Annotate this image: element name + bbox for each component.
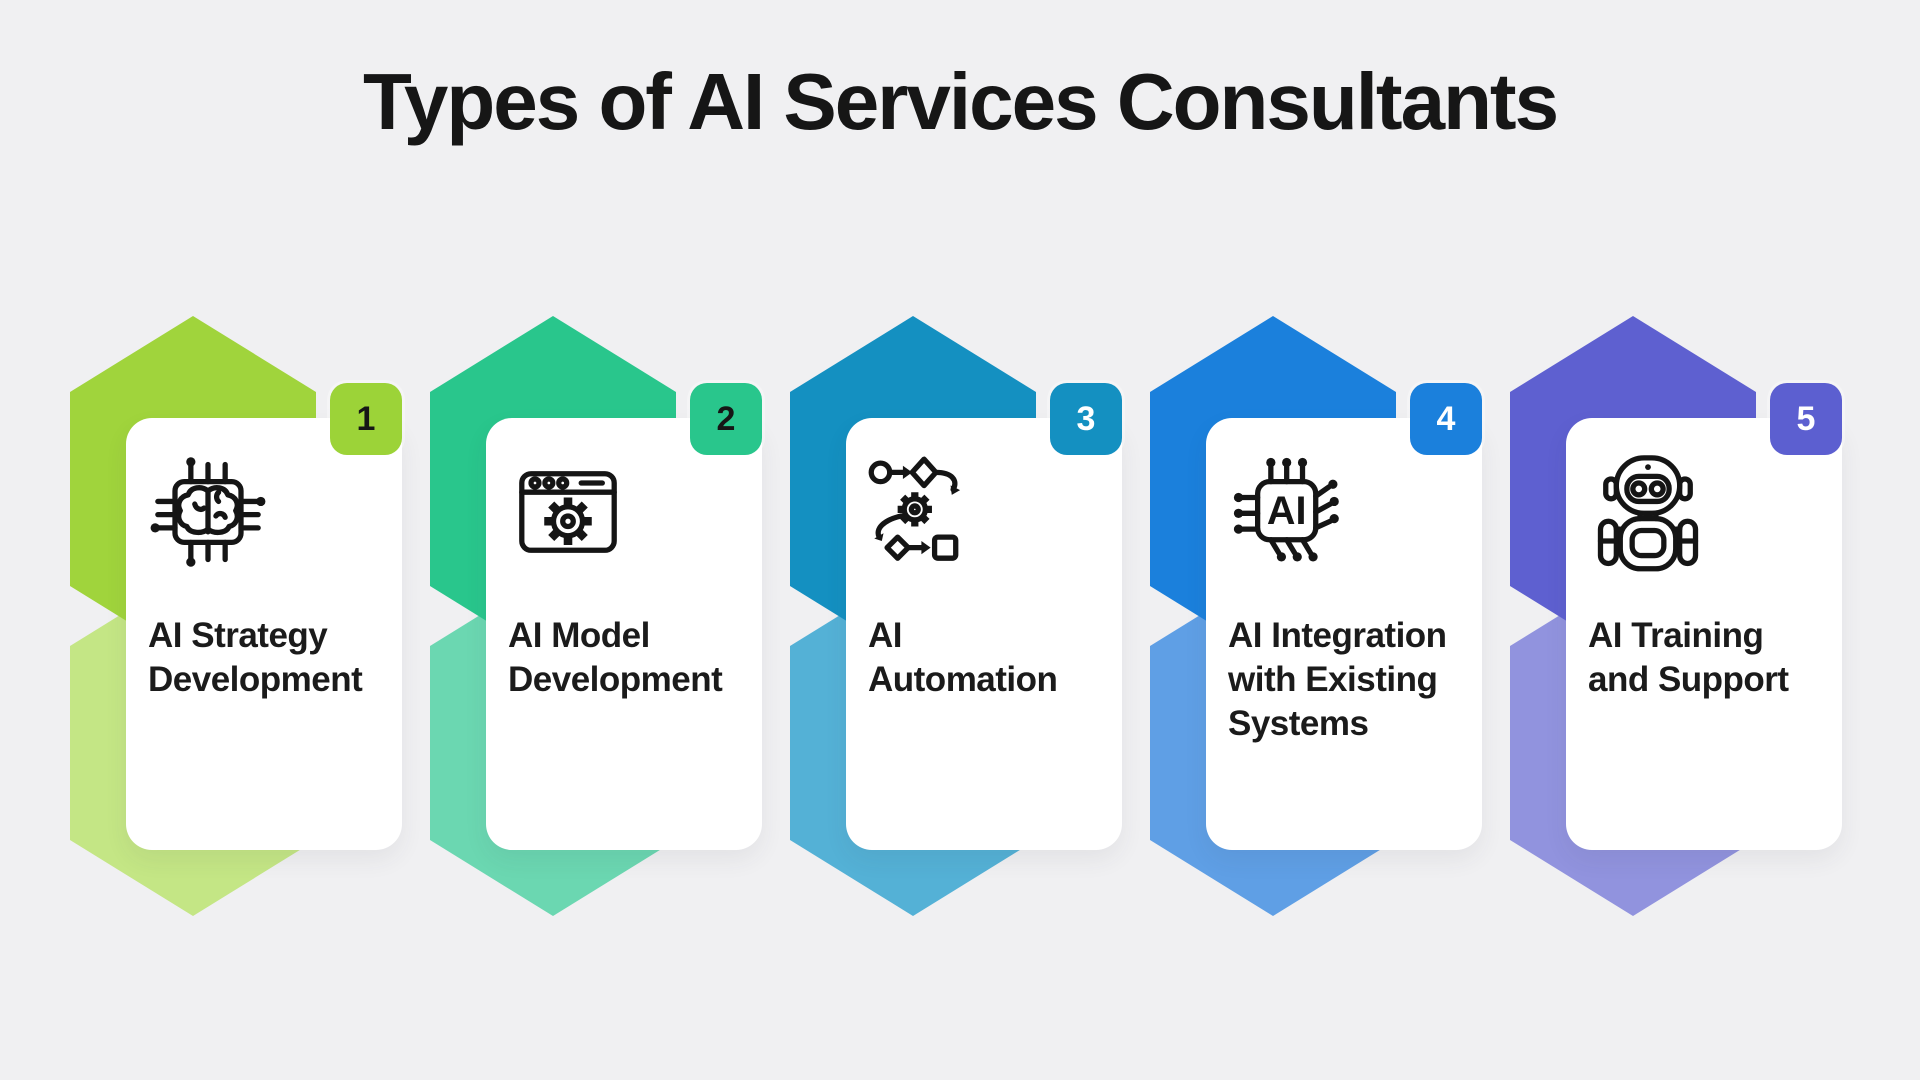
number-badge: 2: [690, 383, 762, 455]
card: AI Automation: [846, 418, 1122, 850]
consultant-card-group-1: AI Strategy Development 1: [70, 316, 430, 916]
svg-text:AI: AI: [1267, 489, 1307, 533]
card-title-line: Automation: [868, 660, 1058, 699]
number-badge: 3: [1050, 383, 1122, 455]
robot-icon: [1582, 446, 1714, 578]
number-badge: 4: [1410, 383, 1482, 455]
card-title-line: AI: [868, 616, 903, 655]
card-title-line: with Existing: [1228, 660, 1438, 699]
ai-chip-icon: AI: [1222, 446, 1354, 578]
brain-circuit-chip-icon: [142, 446, 274, 578]
badge-number: 3: [1076, 399, 1096, 438]
card: AI Model Development: [486, 418, 762, 850]
consultant-card-group-5: AI Training and Support 5: [1510, 316, 1870, 916]
card: AI Training and Support: [1566, 418, 1842, 850]
card-title-line: AI Integration: [1228, 616, 1447, 655]
card-title: AI Model Development: [508, 614, 748, 702]
card-title: AI Training and Support: [1588, 614, 1828, 702]
card: AI Strategy Development: [126, 418, 402, 850]
consultant-card-group-4: AI: [1150, 316, 1510, 916]
card-title-line: AI Training: [1588, 616, 1764, 655]
badge-number: 2: [716, 399, 736, 438]
page-title: Types of AI Services Consultants: [362, 57, 1559, 146]
card-title: AI Automation: [868, 614, 1108, 702]
badge-number: 4: [1436, 399, 1456, 438]
workflow-automation-icon: [862, 446, 994, 578]
number-badge: 1: [330, 383, 402, 455]
card-title: AI Integration with Existing Systems: [1228, 614, 1468, 746]
browser-gear-icon: [502, 446, 634, 578]
card-title-line: AI Strategy: [148, 616, 328, 655]
card: AI: [1206, 418, 1482, 850]
card-title-line: Development: [148, 660, 363, 699]
card-title-line: Systems: [1228, 704, 1369, 743]
card-title-line: Development: [508, 660, 723, 699]
consultant-card-group-3: AI Automation 3: [790, 316, 1150, 916]
badge-number: 1: [356, 399, 376, 438]
number-badge: 5: [1770, 383, 1842, 455]
badge-number: 5: [1796, 399, 1816, 438]
card-title-line: AI Model: [508, 616, 650, 655]
card-title-line: and Support: [1588, 660, 1789, 699]
card-title: AI Strategy Development: [148, 614, 388, 702]
consultant-card-group-2: AI Model Development 2: [430, 316, 790, 916]
